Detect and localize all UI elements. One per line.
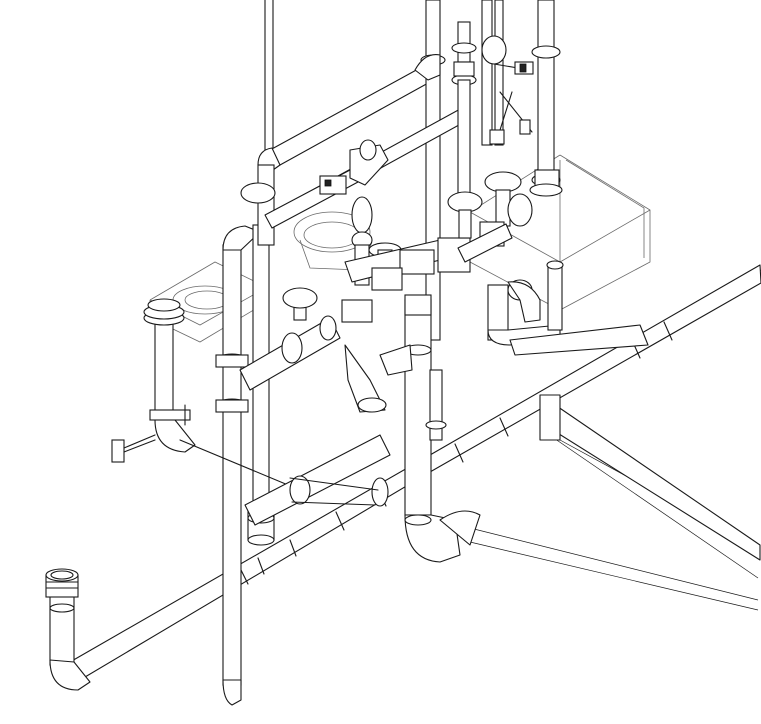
- top-center-riser: [414, 0, 446, 341]
- cluster-left-branch: [239, 292, 413, 413]
- sink-trap-right: [487, 260, 649, 356]
- wall-valve-left: [111, 404, 191, 463]
- riser-flanged-top: [451, 21, 477, 201]
- valve-cluster-center: [264, 139, 471, 291]
- branch-drain-right: [539, 394, 761, 561]
- right-riser-top: [481, 0, 563, 197]
- disc-valve-caps: [240, 182, 318, 309]
- cluster-drop-pipes: [404, 294, 481, 563]
- vertical-stack-front: [215, 225, 261, 706]
- lower-horizontal-connector: [244, 434, 391, 526]
- top-left-thin-riser: [264, 0, 274, 151]
- sink-trap-left: [143, 298, 301, 491]
- shutoff-disc-top: [481, 35, 534, 145]
- valve-cluster-right: [447, 171, 533, 263]
- left-cleanout-riser: [45, 568, 91, 691]
- reference-lines: [469, 269, 761, 611]
